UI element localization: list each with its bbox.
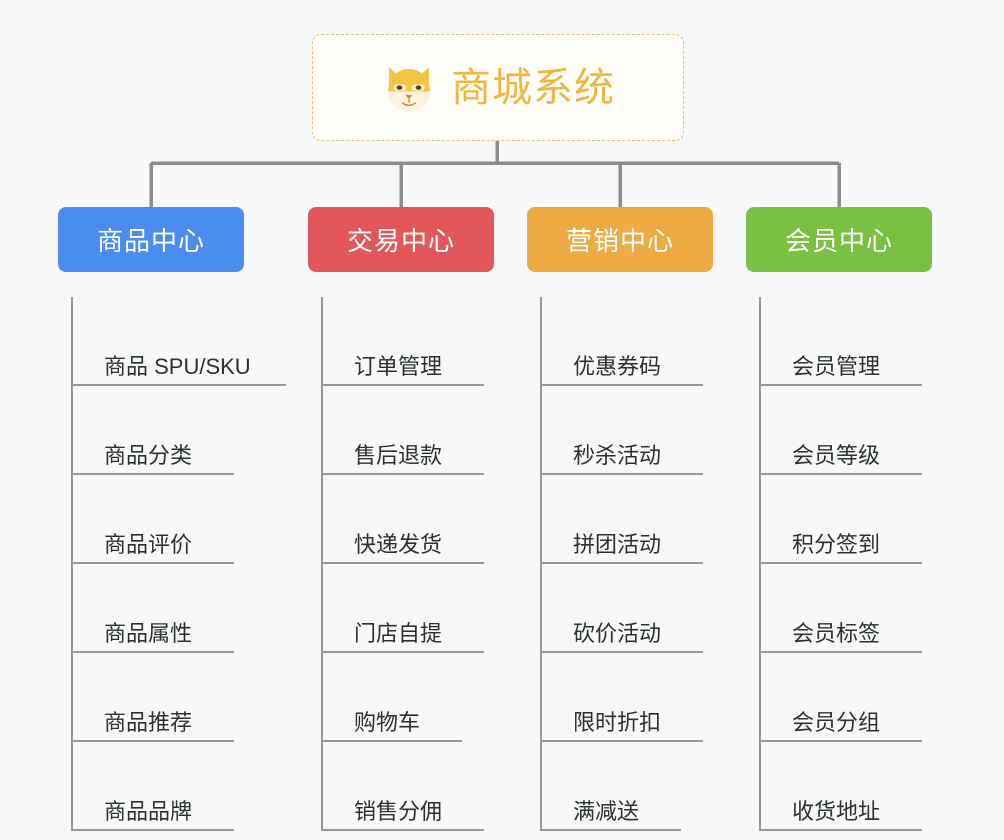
leaf-underline (71, 384, 286, 386)
leaf-underline (71, 829, 234, 831)
leaf-label: 商品属性 (104, 620, 193, 646)
leaf-underline (540, 473, 703, 475)
leaf-item[interactable]: 砍价活动 (540, 564, 713, 653)
leaf-underline (759, 740, 922, 742)
leaf-underline (71, 562, 234, 564)
leaf-underline (759, 651, 922, 653)
leaf-list-member-center: 会员管理会员等级积分签到会员标签会员分组收货地址 (759, 297, 932, 831)
leaf-underline (321, 473, 484, 475)
leaf-label: 限时折扣 (573, 709, 662, 735)
leaf-item[interactable]: 购物车 (321, 653, 494, 742)
leaf-item[interactable]: 商品 SPU/SKU (71, 297, 286, 386)
leaf-label: 满减送 (573, 798, 640, 824)
category-box-product-center[interactable]: 商品中心 (58, 207, 244, 272)
leaf-list-marketing-center: 优惠券码秒杀活动拼团活动砍价活动限时折扣满减送 (540, 297, 713, 831)
category-box-marketing-center[interactable]: 营销中心 (527, 207, 713, 272)
leaf-underline (759, 384, 922, 386)
leaf-label: 商品评价 (104, 531, 193, 557)
leaf-item[interactable]: 快递发货 (321, 475, 494, 564)
leaf-underline (540, 740, 703, 742)
shiba-dog-face-icon (388, 66, 430, 112)
leaf-label: 购物车 (354, 709, 421, 735)
leaf-underline (540, 829, 681, 831)
category-box-trade-center[interactable]: 交易中心 (308, 207, 494, 272)
leaf-underline (321, 562, 484, 564)
leaf-item[interactable]: 商品分类 (71, 386, 244, 475)
leaf-item[interactable]: 销售分佣 (321, 742, 494, 831)
leaf-item[interactable]: 满减送 (540, 742, 713, 831)
leaf-label: 售后退款 (354, 442, 443, 468)
leaf-item[interactable]: 秒杀活动 (540, 386, 713, 475)
root-title: 商城系统 (451, 65, 615, 110)
leaf-item[interactable]: 限时折扣 (540, 653, 713, 742)
leaf-item[interactable]: 拼团活动 (540, 475, 713, 564)
leaf-label: 订单管理 (354, 353, 443, 379)
leaf-item[interactable]: 售后退款 (321, 386, 494, 475)
leaf-item[interactable]: 订单管理 (321, 297, 494, 386)
leaf-label: 门店自提 (354, 620, 443, 646)
leaf-underline (759, 829, 922, 831)
leaf-item[interactable]: 优惠券码 (540, 297, 713, 386)
branch-column-marketing-center: 营销中心优惠券码秒杀活动拼团活动砍价活动限时折扣满减送 (527, 207, 713, 831)
leaf-label: 会员等级 (792, 442, 881, 468)
leaf-underline (540, 562, 703, 564)
leaf-label: 秒杀活动 (573, 442, 662, 468)
leaf-label: 会员分组 (792, 709, 881, 735)
leaf-underline (321, 651, 484, 653)
leaf-item[interactable]: 收货地址 (759, 742, 932, 831)
leaf-underline (321, 384, 484, 386)
leaf-label: 收货地址 (792, 798, 881, 824)
leaf-item[interactable]: 会员标签 (759, 564, 932, 653)
branch-column-product-center: 商品中心商品 SPU/SKU 商品分类商品评价商品属性商品推荐商品品牌 (58, 207, 286, 831)
leaf-underline (540, 651, 703, 653)
leaf-item[interactable]: 商品品牌 (71, 742, 244, 831)
leaf-item[interactable]: 商品属性 (71, 564, 244, 653)
leaf-label: 优惠券码 (573, 353, 662, 379)
leaf-item[interactable]: 商品推荐 (71, 653, 244, 742)
branch-column-trade-center: 交易中心订单管理售后退款快递发货门店自提购物车销售分佣 (308, 207, 494, 831)
leaf-label: 销售分佣 (354, 798, 443, 824)
leaf-underline (71, 651, 234, 653)
leaf-label: 商品品牌 (104, 798, 193, 824)
leaf-label: 快递发货 (354, 531, 443, 557)
leaf-label: 砍价活动 (573, 620, 662, 646)
leaf-underline (321, 829, 484, 831)
leaf-list-trade-center: 订单管理售后退款快递发货门店自提购物车销售分佣 (321, 297, 494, 831)
leaf-item[interactable]: 会员等级 (759, 386, 932, 475)
leaf-label: 商品推荐 (104, 709, 193, 735)
leaf-underline (71, 473, 234, 475)
leaf-underline (321, 740, 462, 742)
leaf-item[interactable]: 门店自提 (321, 564, 494, 653)
leaf-label: 会员管理 (792, 353, 881, 379)
leaf-label: 拼团活动 (573, 531, 662, 557)
branch-column-member-center: 会员中心会员管理会员等级积分签到会员标签会员分组收货地址 (746, 207, 932, 831)
leaf-item[interactable]: 会员分组 (759, 653, 932, 742)
leaf-underline (71, 740, 234, 742)
leaf-item[interactable]: 商品评价 (71, 475, 244, 564)
leaf-label: 商品 SPU/SKU (104, 353, 251, 379)
leaf-label: 会员标签 (792, 620, 881, 646)
root-node[interactable]: 商城系统 (312, 34, 684, 141)
leaf-underline (540, 384, 703, 386)
leaf-underline (759, 473, 922, 475)
leaf-item[interactable]: 积分签到 (759, 475, 932, 564)
leaf-item[interactable]: 会员管理 (759, 297, 932, 386)
leaf-label: 商品分类 (104, 442, 193, 468)
leaf-underline (759, 562, 922, 564)
leaf-label: 积分签到 (792, 531, 881, 557)
leaf-list-product-center: 商品 SPU/SKU 商品分类商品评价商品属性商品推荐商品品牌 (71, 297, 286, 831)
category-box-member-center[interactable]: 会员中心 (746, 207, 932, 272)
